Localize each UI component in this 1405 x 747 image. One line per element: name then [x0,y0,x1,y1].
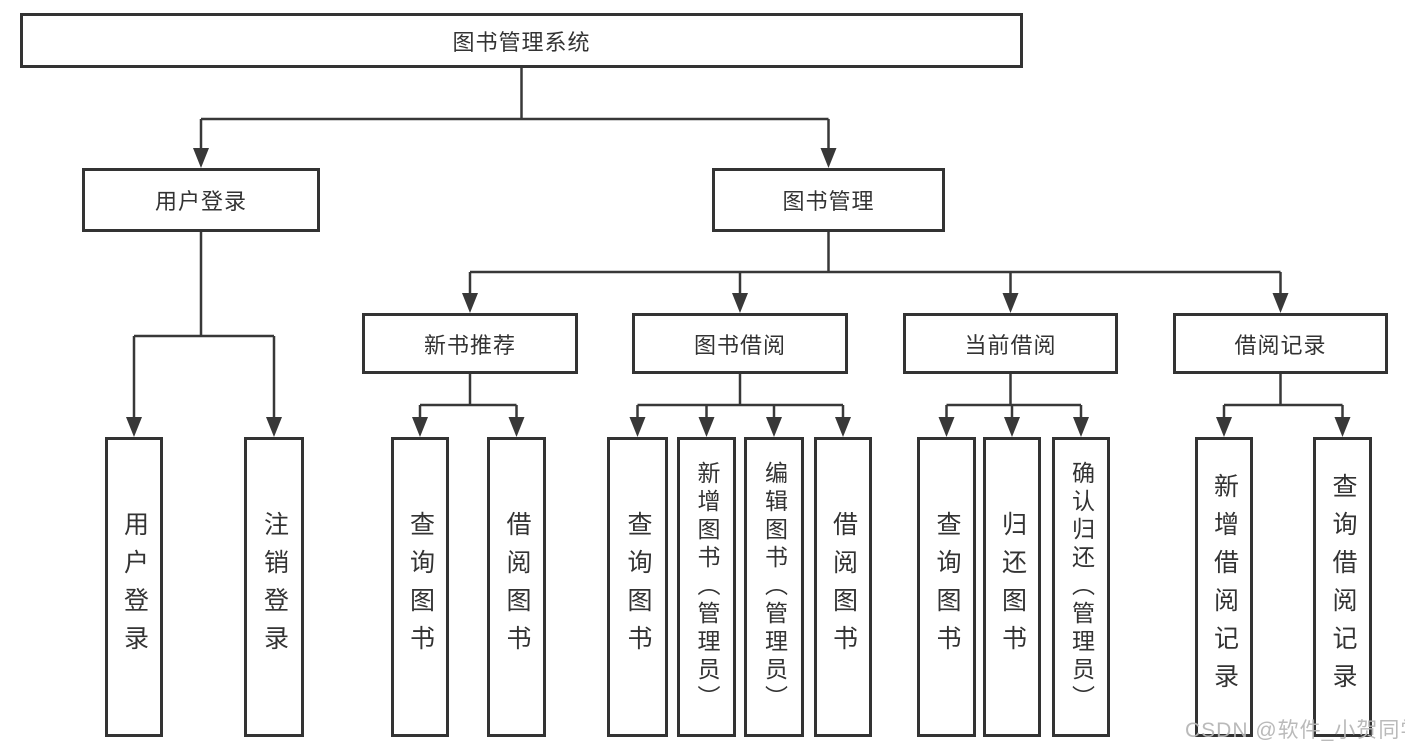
leaf-logout: 注销登录 [244,437,304,737]
node-book-borrowing-label: 图书借阅 [693,332,786,358]
leaf-user-login: 用户登录 [105,437,163,737]
leaf-borrowing-query-books-label: 查询图书 [624,511,652,663]
leaf-recommend-borrow-books: 借阅图书 [487,437,546,737]
leaf-records-add-record: 新增借阅记录 [1195,437,1253,737]
leaf-records-query-record-label: 查询借阅记录 [1329,473,1357,701]
leaf-current-return-books: 归还图书 [983,437,1041,737]
leaf-current-confirm-return-admin-label: 确认归还（管理员） [1068,461,1095,713]
node-new-book-recommend-label: 新书推荐 [423,332,516,358]
node-system-root: 图书管理系统 [20,13,1023,68]
edge-arrowheads [126,148,1351,437]
node-system-root-label: 图书管理系统 [452,29,591,55]
node-current-borrowing: 当前借阅 [903,313,1118,374]
leaf-borrowing-borrow-books: 借阅图书 [814,437,872,737]
leaf-borrowing-edit-books-admin: 编辑图书（管理员） [744,437,804,737]
leaf-records-query-record: 查询借阅记录 [1313,437,1372,737]
csdn-watermark: CSDN @软件_小贺同学 [1185,719,1405,742]
node-user-login-branch-label: 用户登录 [154,189,247,214]
leaf-logout-label: 注销登录 [260,511,289,663]
node-new-book-recommend: 新书推荐 [362,313,578,374]
node-borrowing-records-label: 借阅记录 [1234,332,1327,358]
leaf-recommend-query-books-label: 查询图书 [406,511,435,663]
node-book-management: 图书管理 [712,168,945,232]
leaf-borrowing-add-books-admin: 新增图书（管理员） [677,437,736,737]
leaf-user-login-label: 用户登录 [120,511,149,663]
node-current-borrowing-label: 当前借阅 [964,332,1057,358]
leaf-current-confirm-return-admin: 确认归还（管理员） [1052,437,1110,737]
node-user-login-branch: 用户登录 [82,168,320,232]
node-book-management-label: 图书管理 [782,189,875,214]
leaf-current-return-books-label: 归还图书 [998,511,1027,663]
leaf-recommend-borrow-books-label: 借阅图书 [503,511,531,663]
leaf-borrowing-add-books-admin-label: 新增图书（管理员） [694,461,720,713]
leaf-borrowing-borrow-books-label: 借阅图书 [829,511,858,663]
leaf-borrowing-query-books: 查询图书 [607,437,668,737]
leaf-borrowing-edit-books-admin-label: 编辑图书（管理员） [761,461,788,713]
leaf-current-query-books: 查询图书 [917,437,976,737]
leaf-current-query-books-label: 查询图书 [933,511,961,663]
node-borrowing-records: 借阅记录 [1173,313,1388,374]
node-book-borrowing: 图书借阅 [632,313,848,374]
leaf-records-add-record-label: 新增借阅记录 [1210,473,1239,701]
leaf-recommend-query-books: 查询图书 [391,437,449,737]
